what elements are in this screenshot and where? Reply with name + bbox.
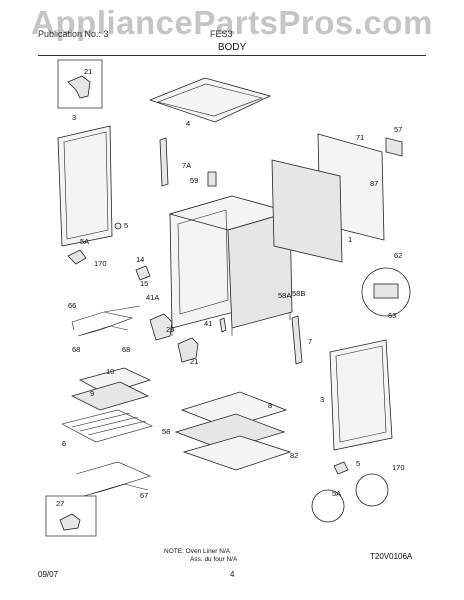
label-59: 59 — [190, 176, 198, 185]
label-58a: 58A — [278, 291, 291, 300]
section-title: BODY — [217, 42, 247, 53]
label-57: 57 — [394, 125, 402, 134]
plate-57 — [385, 137, 403, 157]
label-68-left: 68 — [72, 345, 80, 354]
bracket-170-left — [67, 249, 87, 265]
fitting-59 — [207, 171, 217, 187]
label-5a-right: 5A — [332, 489, 341, 498]
label-66: 66 — [68, 301, 76, 310]
hinge-7a — [159, 137, 169, 187]
drawer-base-82 — [182, 435, 292, 471]
broil-pan-9 — [70, 381, 150, 411]
label-15: 15 — [140, 279, 148, 288]
label-27: 27 — [56, 499, 64, 508]
label-7a: 7A — [182, 161, 191, 170]
label-170-left: 170 — [94, 259, 107, 268]
label-21-top: 21 — [84, 67, 92, 76]
label-9: 9 — [90, 389, 94, 398]
label-8: 8 — [268, 401, 272, 410]
side-panel-right-inner — [335, 345, 387, 443]
inset-box-27 — [45, 495, 97, 537]
drawer-liner-58 — [174, 413, 286, 451]
clip-41 — [219, 317, 227, 333]
inset-box-21-top — [57, 59, 103, 109]
label-5-left: 5 — [124, 221, 128, 230]
label-62: 62 — [394, 251, 402, 260]
screw-5-left — [114, 222, 122, 230]
top-panel-flange — [156, 83, 264, 117]
watermark: AppliancePartsPros.com — [31, 4, 433, 41]
label-68-right: 68 — [122, 345, 130, 354]
label-5a-left: 5A — [80, 237, 89, 246]
label-87: 87 — [370, 179, 378, 188]
bracket-21 — [177, 337, 199, 363]
label-7: 7 — [308, 337, 312, 346]
sensor-14 — [135, 265, 151, 281]
broil-element-67 — [75, 461, 151, 497]
model-number: FES3 — [210, 29, 233, 39]
note-text: NOTE: Oven Liner N/A Ass. du four N/A — [164, 548, 237, 564]
detail-circle-62 — [361, 267, 411, 317]
top-panel — [148, 77, 272, 123]
label-3-right: 3 — [320, 395, 324, 404]
label-63: 63 — [388, 311, 396, 320]
note-line-2: Ass. du four N/A — [190, 556, 238, 563]
label-71: 71 — [356, 133, 364, 142]
back-panel-inner — [271, 159, 343, 263]
label-58b: 58B — [292, 289, 305, 298]
note-line-1: NOTE: Oven Liner N/A — [164, 548, 231, 555]
label-58: 58 — [162, 427, 170, 436]
hinge-7 — [291, 315, 303, 365]
oven-rack-6 — [61, 409, 153, 443]
detail-circle-5 — [355, 473, 389, 507]
label-67: 67 — [140, 491, 148, 500]
label-41: 41 — [204, 319, 212, 328]
label-10: 10 — [106, 367, 114, 376]
oven-cavity — [177, 209, 229, 315]
bracket-part-21 — [67, 75, 91, 99]
label-170-right: 170 — [392, 463, 405, 472]
bracket-29 — [149, 313, 173, 341]
figure-id: T20V0106A — [370, 552, 413, 561]
bracket-27 — [59, 513, 81, 531]
bracket-170-right — [333, 461, 349, 475]
side-panel-right — [329, 339, 393, 451]
label-29: 29 — [166, 325, 174, 334]
page-number: 4 — [230, 570, 235, 579]
header-rule — [38, 55, 426, 56]
label-14: 14 — [136, 255, 144, 264]
label-6: 6 — [62, 439, 66, 448]
side-panel-left-inner — [63, 131, 109, 240]
label-82: 82 — [290, 451, 298, 460]
terminal-block-62 — [373, 283, 399, 299]
label-4: 4 — [186, 119, 190, 128]
label-1: 1 — [348, 235, 352, 244]
detail-circle-5a — [311, 489, 345, 523]
label-41a: 41A — [146, 293, 159, 302]
label-3-left: 3 — [72, 113, 76, 122]
publication-number: Publication No.: 3 — [38, 29, 109, 39]
side-panel-left — [57, 125, 113, 247]
label-5-right: 5 — [356, 459, 360, 468]
bake-element — [71, 305, 141, 337]
footer-date: 09/07 — [38, 570, 59, 579]
label-21-bottom: 21 — [190, 357, 198, 366]
oven-legs — [171, 312, 291, 336]
